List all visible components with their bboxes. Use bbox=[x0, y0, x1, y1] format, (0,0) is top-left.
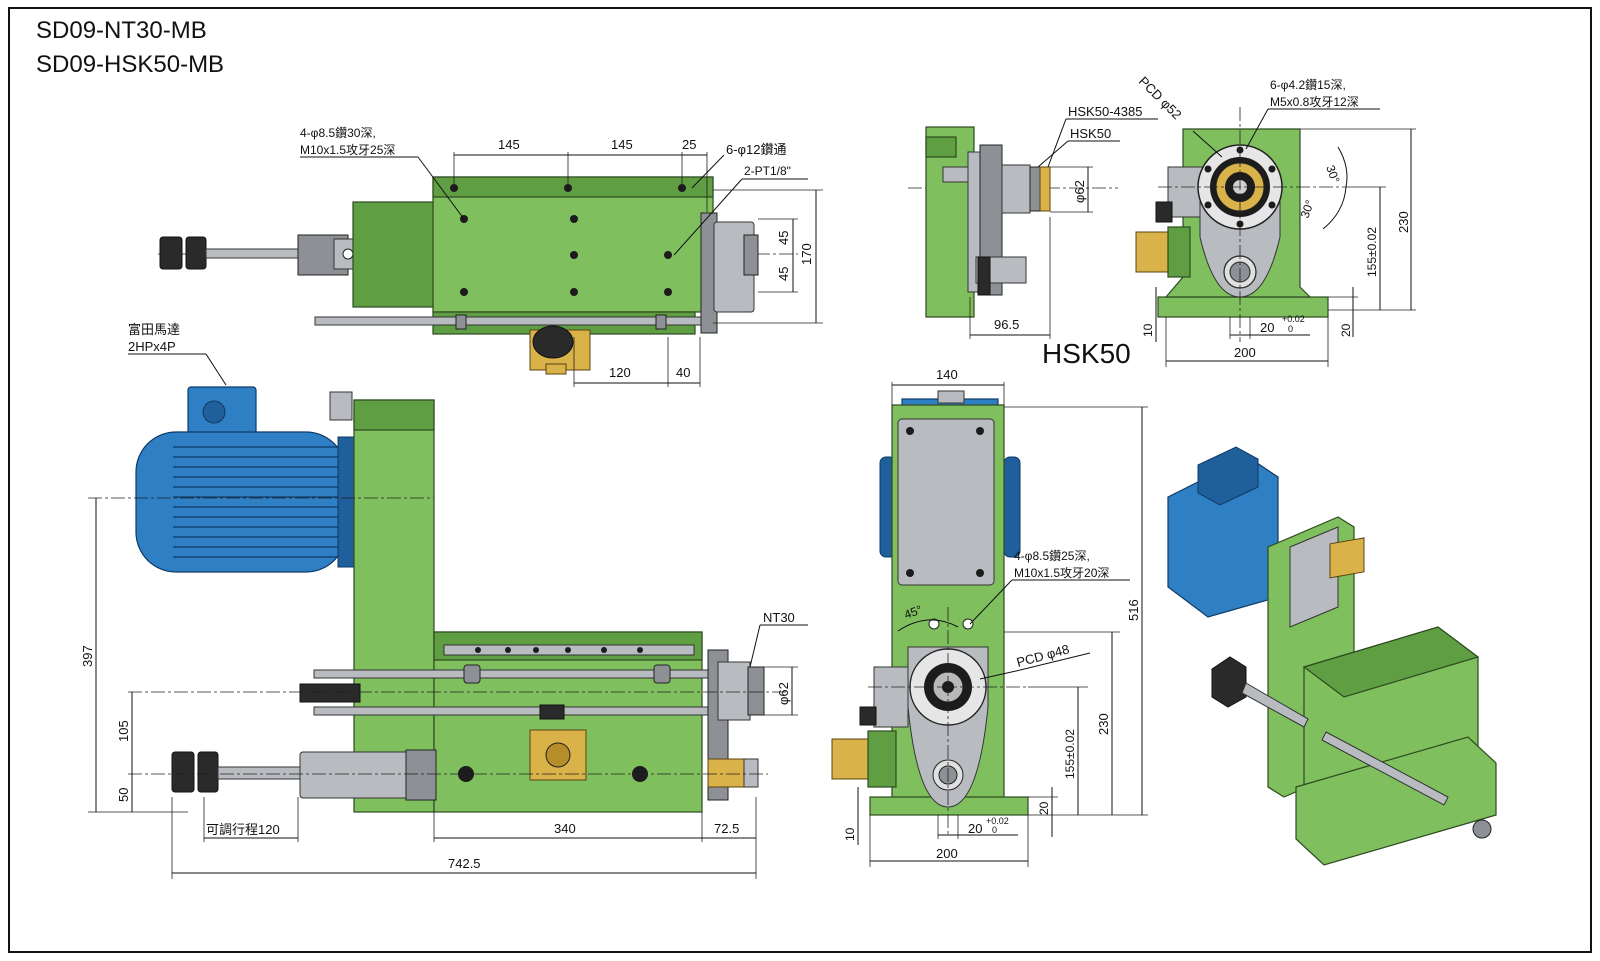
front-view: 140 4-φ8.5鑽25深, M10x1.5攻牙20深 45° PCD φ48… bbox=[831, 367, 1148, 867]
dim-105: 105 bbox=[116, 720, 131, 742]
pt-note: 2-PT1/8" bbox=[744, 164, 791, 178]
isometric-view bbox=[1167, 446, 1497, 866]
front-dim-155: 155±0.02 bbox=[1063, 729, 1077, 779]
dim-72-5: 72.5 bbox=[714, 821, 739, 836]
dim-45-b: 45 bbox=[776, 267, 791, 281]
column bbox=[353, 399, 435, 813]
dim-45-a: 45 bbox=[776, 231, 791, 245]
stroke-note: 可調行程120 bbox=[206, 822, 280, 837]
hsk-dim-155: 155±0.02 bbox=[1365, 227, 1379, 277]
hsk-side-view: φ62 HSK50-4385 HSK50 96.5 HSK50 bbox=[908, 104, 1158, 369]
motor-body bbox=[135, 431, 347, 573]
drawing-frame bbox=[8, 7, 1592, 953]
slide-body bbox=[433, 631, 703, 813]
hsk-tol-lower: 0 bbox=[1288, 324, 1293, 334]
label-hsk50: HSK50 bbox=[1070, 126, 1111, 141]
drawing-sheet: 145 145 25 4-φ8.5鑽30深, M10x1.5攻牙25深 6-φ1… bbox=[8, 7, 1592, 953]
dim-25: 25 bbox=[682, 137, 696, 152]
hsk-side-body bbox=[925, 126, 975, 318]
model-title-nt30: SD09-NT30-MB bbox=[36, 17, 207, 44]
hsk-dim-10: 10 bbox=[1141, 323, 1155, 337]
front-dim-516: 516 bbox=[1126, 599, 1141, 621]
technical-drawing: 145 145 25 4-φ8.5鑽30深, M10x1.5攻牙25深 6-φ1… bbox=[8, 7, 1592, 953]
hsk-angle-b: 30° bbox=[1298, 198, 1317, 220]
hsk-front-view: PCD φ52 6-φ4.2鑽15深, M5x0.8攻牙12深 30° 30° … bbox=[1135, 74, 1416, 367]
hsk-dim-230: 230 bbox=[1396, 211, 1411, 233]
hsk-dim-20-tol: 20 bbox=[1260, 320, 1274, 335]
front-dim-20-tol: 20 bbox=[968, 821, 982, 836]
front-angle-45: 45° bbox=[902, 602, 924, 621]
front-dim-230: 230 bbox=[1096, 713, 1111, 735]
dim-742-5: 742.5 bbox=[448, 856, 481, 871]
front-dim-140: 140 bbox=[936, 367, 958, 382]
dim-120: 120 bbox=[609, 365, 631, 380]
hsk-angle-a: 30° bbox=[1323, 163, 1342, 185]
front-dim-20: 20 bbox=[1037, 801, 1051, 815]
motor-label-2: 2HPx4P bbox=[128, 339, 176, 354]
hsk-side-phi62: φ62 bbox=[1072, 180, 1087, 203]
thru-note: 6-φ12鑽通 bbox=[726, 142, 786, 157]
main-phi62: φ62 bbox=[776, 682, 791, 705]
hsk-dim-20: 20 bbox=[1339, 323, 1353, 337]
dim-96-5: 96.5 bbox=[994, 317, 1019, 332]
dim-340: 340 bbox=[554, 821, 576, 836]
model-title-hsk50: SD09-HSK50-MB bbox=[36, 51, 225, 78]
hsk50-big-label: HSK50 bbox=[1042, 338, 1131, 369]
front-holes-1: 4-φ8.5鑽25深, bbox=[1014, 548, 1090, 563]
top-stop-nut bbox=[159, 236, 183, 270]
dim-145-b: 145 bbox=[611, 137, 633, 152]
hsk-pcd-note: PCD φ52 bbox=[1136, 74, 1185, 123]
stop-nut bbox=[171, 751, 195, 793]
nt30-label: NT30 bbox=[763, 610, 795, 625]
front-pcd-note: PCD φ48 bbox=[1015, 641, 1071, 669]
top-holes-note-2: M10x1.5攻牙25深 bbox=[300, 143, 395, 157]
front-tol-lower: 0 bbox=[992, 825, 997, 835]
front-dim-10: 10 bbox=[843, 827, 857, 841]
top-view: 145 145 25 4-φ8.5鑽30深, M10x1.5攻牙25深 6-φ1… bbox=[158, 125, 823, 387]
front-holes-2: M10x1.5攻牙20深 bbox=[1014, 566, 1109, 580]
label-hsk50-4385: HSK50-4385 bbox=[1068, 104, 1142, 119]
top-holes-note-1: 4-φ8.5鑽30深, bbox=[300, 125, 376, 140]
front-dim-200: 200 bbox=[936, 846, 958, 861]
front-tol-upper: +0.02 bbox=[986, 816, 1009, 826]
hsk-tol-upper: +0.02 bbox=[1282, 314, 1305, 324]
hsk-dim-200: 200 bbox=[1234, 345, 1256, 360]
dim-145-a: 145 bbox=[498, 137, 520, 152]
hsk-front-holes-1: 6-φ4.2鑽15深, bbox=[1270, 77, 1346, 92]
dim-170: 170 bbox=[799, 243, 814, 265]
dim-40: 40 bbox=[676, 365, 690, 380]
main-side-view: 富田馬達 2HPx4P bbox=[80, 322, 808, 879]
dim-397: 397 bbox=[80, 645, 95, 667]
motor-label-1: 富田馬達 bbox=[128, 322, 180, 337]
dim-50: 50 bbox=[116, 788, 131, 802]
hsk-front-holes-2: M5x0.8攻牙12深 bbox=[1270, 95, 1359, 109]
